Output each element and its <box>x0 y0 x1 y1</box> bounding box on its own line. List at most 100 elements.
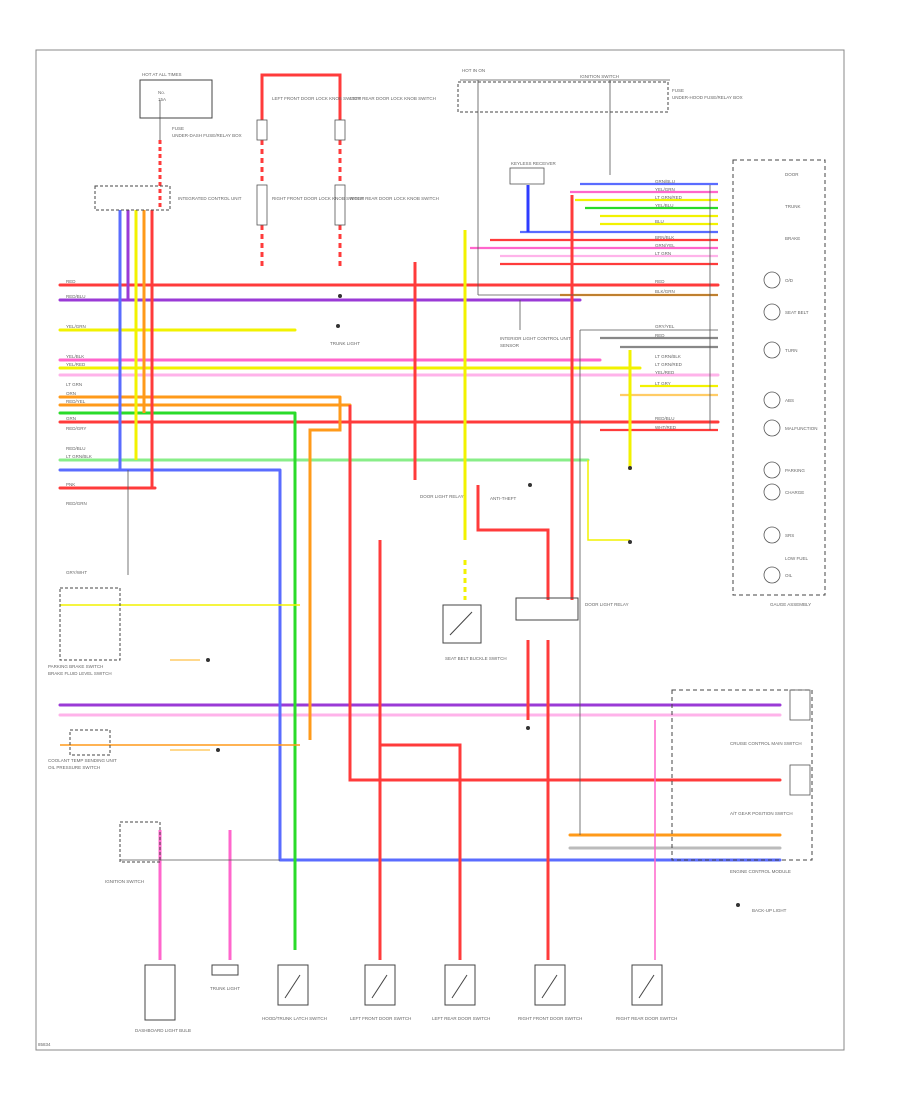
integrated-control-unit: INTEGRATED CONTROL UNIT <box>94 185 242 211</box>
coolant-temp-label: COOLANT TEMP SENDING UNIT <box>48 758 117 763</box>
gauge-assembly-label: GAUGE ASSEMBLY <box>770 602 811 607</box>
ignition-switch-label: IGNITION SWITCH <box>580 74 619 79</box>
rf-door-switch-label: RIGHT FRONT DOOR SWITCH <box>518 1016 582 1021</box>
dash-bulb-label: DASHBOARD LIGHT BULB <box>135 1028 191 1033</box>
hood-latch-label: HOOD/TRUNK LATCH SWITCH <box>262 1016 327 1021</box>
right-label-11: RED <box>655 333 665 338</box>
gauge-srs: SRS <box>785 533 794 538</box>
right-label-15: LT GRY <box>655 381 671 386</box>
gauge-od: O/D <box>785 278 794 283</box>
top-fuse-box: HOT AT ALL TIMES No. 15A FUSE UNDER-DASH… <box>139 72 242 138</box>
seat-belt-label: SEAT BELT BUCKLE SWITCH <box>445 656 507 661</box>
lr-door-switch-label: LEFT REAR DOOR SWITCH <box>432 1016 490 1021</box>
gauge-brake: BRAKE <box>785 236 800 241</box>
left-label-4: YEL/RED <box>66 362 86 367</box>
ignition-lower: IGNITION SWITCH <box>105 821 161 884</box>
right-label-1: YEL/GRN <box>655 187 675 192</box>
keyless-receiver: KEYLESS RECEIVER <box>509 161 557 185</box>
gauge-door: DOOR <box>785 172 799 177</box>
left-label-6: ORN <box>66 391 76 396</box>
bus-wires <box>58 283 782 862</box>
rf-knob-label: RIGHT FRONT DOOR LOCK KNOB SWITCH <box>272 196 364 201</box>
vertical-wires <box>60 73 656 960</box>
gauge-turn: TURN <box>785 348 798 353</box>
relay-label: DOOR LIGHT RELAY <box>585 602 629 607</box>
relay-mid-label: DOOR LIGHT RELAY <box>420 494 464 499</box>
rr-knob-label: RIGHT REAR DOOR LOCK KNOB SWITCH <box>350 196 439 201</box>
right-label-9: BLK/GRN <box>655 289 675 294</box>
gauge-indicators <box>763 271 781 584</box>
lf-door-switch-label: LEFT FRONT DOOR SWITCH <box>350 1016 411 1021</box>
ecm-label: ENGINE CONTROL MODULE <box>730 869 791 874</box>
gear-position-label: A/T GEAR POSITION SWITCH <box>730 811 793 816</box>
sensor-label: SENSOR <box>500 343 520 348</box>
right-label-13: LT GRN/RED <box>655 362 683 367</box>
right-label-6: GRN/YEL <box>655 243 675 248</box>
gauge-charge: CHARGE <box>785 490 804 495</box>
left-wire-labels: RED RED/BLU YEL/GRN YEL/BLK YEL/RED LT G… <box>66 279 92 575</box>
oil-pressure-label: OIL PRESSURE SWITCH <box>48 765 100 770</box>
backup-light-label: BACK-UP LIGHT <box>752 908 787 913</box>
left-label-13: RED/GRN <box>66 501 87 506</box>
sensor-unit-label: INTERIOR LIGHT CONTROL UNIT <box>500 336 571 341</box>
left-label-3: YEL/BLK <box>66 354 84 359</box>
ign-fuse-label: FUSE <box>672 88 684 93</box>
fuse-location-label: UNDER-DASH FUSE/RELAY BOX <box>172 133 242 138</box>
right-label-7: LT GRN <box>655 251 671 256</box>
gauge-abs: ABS <box>785 398 794 403</box>
cruise-main-label: CRUISE CONTROL MAIN SWITCH <box>730 741 802 746</box>
right-label-12: LT GRN/BLK <box>655 354 681 359</box>
fuse-no-label: No. <box>158 90 165 95</box>
right-label-8: RED <box>655 279 665 284</box>
ground-wires <box>120 79 718 861</box>
left-label-2: YEL/GRN <box>66 324 86 329</box>
footer-code: 85834 <box>38 1042 51 1047</box>
left-label-5: LT GRN <box>66 382 82 387</box>
gauge-malfunction: MALFUNCTION <box>785 426 818 431</box>
ignition-fuse-box: HOT IN ON IGNITION SWITCH FUSE UNDER-HOO… <box>457 68 743 113</box>
left-label-7: RED/YEL <box>66 399 86 404</box>
lf-knob-label: LEFT FRONT DOOR LOCK KNOB SWITCH <box>272 96 361 101</box>
gauge-seatbelt: SEAT BELT <box>785 310 809 315</box>
gauge-lowfuel: LOW FUEL <box>785 556 809 561</box>
center-sensor: INTERIOR LIGHT CONTROL UNIT SENSOR <box>500 336 571 348</box>
right-label-10: GRY/YEL <box>655 324 675 329</box>
bottom-components: DASHBOARD LIGHT BULB TRUNK LIGHT HOOD/TR… <box>135 964 677 1033</box>
gauge-oil: OIL <box>785 573 793 578</box>
right-label-16: RED/BLU <box>655 416 675 421</box>
gauge-parking: PARKING <box>785 468 805 473</box>
right-label-4: BLU <box>655 219 664 224</box>
left-label-9: RED/GRY <box>66 426 86 431</box>
gauge-trunk: TRUNK <box>785 204 801 209</box>
left-label-14: GRY/WHT <box>66 570 87 575</box>
right-label-0: GRN/BLU <box>655 179 675 184</box>
right-label-2: LT GRN/RED <box>655 195 683 200</box>
lr-knob-label: LEFT REAR DOOR LOCK KNOB SWITCH <box>350 96 436 101</box>
left-label-0: RED <box>66 279 76 284</box>
hot-in-on-label: HOT IN ON <box>462 68 485 73</box>
icu-label: INTEGRATED CONTROL UNIT <box>178 196 242 201</box>
anti-theft-label: ANTI-THEFT <box>490 496 516 501</box>
right-switches: CRUISE CONTROL MAIN SWITCH A/T GEAR POSI… <box>671 689 813 913</box>
underhood-box-label: UNDER-HOOD FUSE/RELAY BOX <box>672 95 743 100</box>
right-label-3: YEL/BLU <box>655 203 674 208</box>
left-label-8: GRN <box>66 416 76 421</box>
right-wire-labels: GRN/BLU YEL/GRN LT GRN/RED YEL/BLU BLU B… <box>655 179 683 430</box>
right-label-5: BRN/BLK <box>655 235 674 240</box>
right-harness <box>470 182 718 432</box>
fuse-amp-label: 15A <box>158 97 166 102</box>
left-label-1: RED/BLU <box>66 294 86 299</box>
door-light-relay: DOOR LIGHT RELAY <box>515 597 629 621</box>
seat-belt-buckle: SEAT BELT BUCKLE SWITCH <box>442 604 507 661</box>
left-door-knob-switches: LEFT FRONT DOOR LOCK KNOB SWITCH LEFT RE… <box>256 96 439 226</box>
ign-switch-lower-label: IGNITION SWITCH <box>105 879 144 884</box>
brake-fluid-label: BRAKE FLUID LEVEL SWITCH <box>48 671 112 676</box>
rr-door-switch-label: RIGHT REAR DOOR SWITCH <box>616 1016 677 1021</box>
left-label-12: PNK <box>66 482 75 487</box>
left-label-11: LT GRN/BLK <box>66 454 92 459</box>
splice-points <box>206 294 740 907</box>
trunk-light-label: TRUNK LIGHT <box>210 986 240 991</box>
gauge-assembly: GAUGE ASSEMBLY DOOR TRUNK BRAKE O/D SEAT… <box>732 159 826 607</box>
right-label-14: YEL/RED <box>655 370 675 375</box>
